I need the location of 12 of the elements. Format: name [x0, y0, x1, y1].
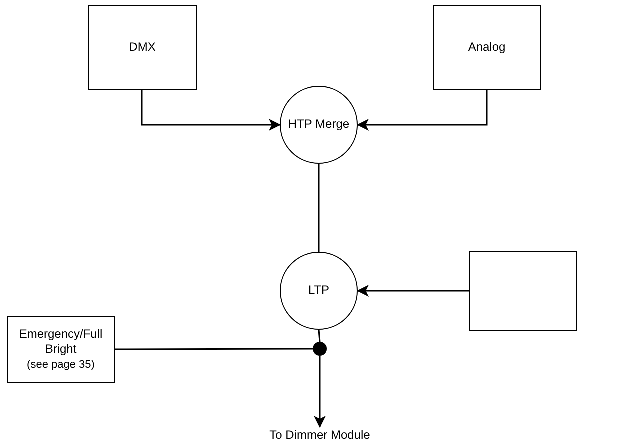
process-box	[469, 251, 577, 331]
process-box: DMX	[88, 5, 197, 90]
connector-line	[318, 330, 321, 342]
output-label: To Dimmer Module	[255, 427, 385, 445]
connector-line	[318, 164, 320, 252]
arrow	[357, 285, 469, 297]
process-box: Emergency/Full Bright (see page 35)	[7, 316, 115, 383]
arrow	[314, 356, 326, 428]
connector-line	[115, 348, 313, 350]
arrow	[357, 90, 488, 131]
arrow	[141, 90, 281, 131]
process-box: Analog	[433, 5, 541, 90]
